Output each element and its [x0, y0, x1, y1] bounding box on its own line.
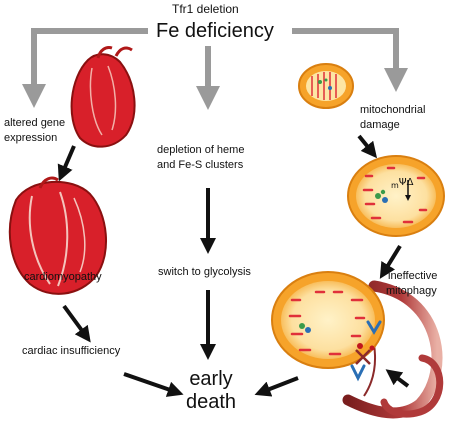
- heart-section-icon: [70, 46, 136, 148]
- label-altered-gene-2: expression: [4, 132, 58, 144]
- label-cardiomyopathy: cardiomyopathy: [24, 271, 102, 283]
- label-early: early: [189, 368, 233, 390]
- title-line2: Fe deficiency: [156, 20, 274, 42]
- large-mitochondrion-icon: [271, 271, 385, 369]
- label-cardiac-insufficiency: cardiac insufficiency: [22, 345, 121, 357]
- arrow-mitophagy-to-death: [254, 376, 299, 397]
- label-membrane-sub: m: [391, 181, 399, 190]
- black-arrows: [57, 134, 410, 397]
- label-membrane-potential: mΨΔ: [391, 176, 414, 191]
- label-depletion-1: depletion of heme: [157, 144, 245, 156]
- damaged-mitochondrion-icon: [347, 155, 445, 237]
- enlarged-heart-icon: [8, 176, 107, 295]
- arrow-gene-to-cardiomyopathy: [57, 145, 76, 182]
- label-early-death: early death: [186, 368, 236, 414]
- gray-arrow-right: [292, 28, 408, 92]
- label-glycolysis: switch to glycolysis: [158, 266, 251, 278]
- label-ineffective-2: mitophagy: [386, 285, 437, 297]
- label-depletion-2: and Fe-S clusters: [157, 159, 244, 171]
- receptor-markers: [350, 320, 382, 382]
- arrow-mito-to-damage: [357, 134, 378, 159]
- label-mito-damage-1: mitochondrial: [360, 104, 426, 116]
- gray-arrow-left: [22, 28, 148, 108]
- arrow-membrane: [385, 369, 410, 388]
- label-mito-damage-2: damage: [360, 119, 400, 131]
- arrow-cardiomyopathy-to-insufficiency: [62, 304, 91, 343]
- title-line1: Tfr1 deletion: [172, 2, 239, 16]
- label-membrane-psi: ΨΔ: [398, 177, 414, 188]
- arrow-damage-to-mitophagy: [379, 244, 402, 279]
- label-death: death: [186, 391, 237, 413]
- gray-connector: [22, 28, 408, 110]
- label-altered-gene-1: altered gene: [4, 117, 66, 129]
- arrow-insufficiency-to-death: [123, 372, 184, 397]
- small-mitochondrion-icon: [298, 63, 354, 109]
- label-ineffective-1: ineffective: [388, 270, 438, 282]
